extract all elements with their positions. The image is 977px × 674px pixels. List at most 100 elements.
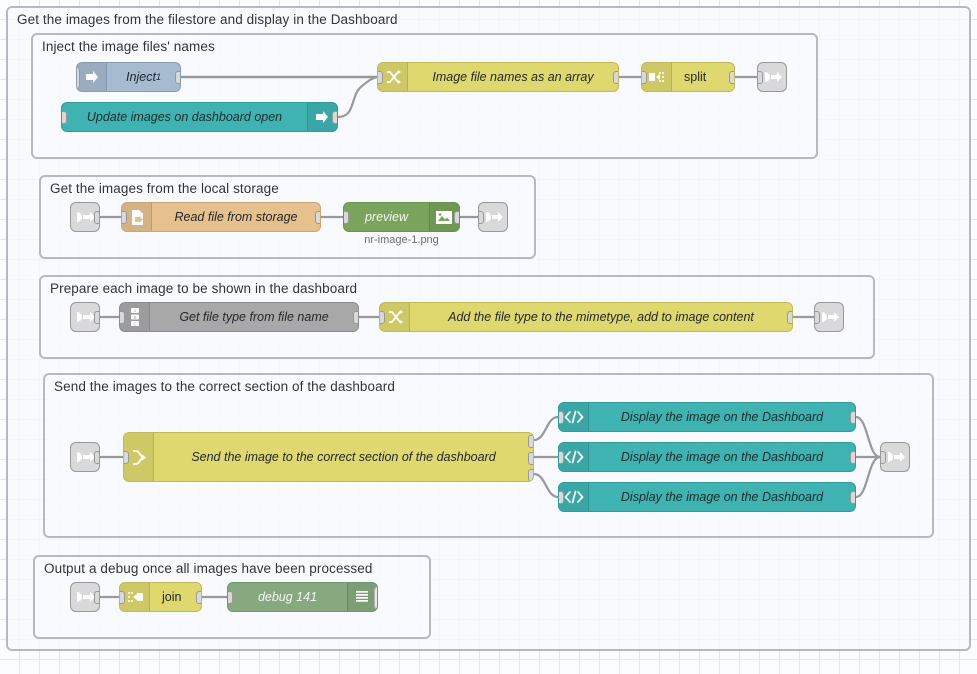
port-in[interactable] <box>559 451 564 464</box>
node-send-to-section-label: Send the image to the correct section of… <box>191 450 496 464</box>
node-send-to-section[interactable]: Send the image to the correct section of… <box>123 432 534 482</box>
group-label-3: Prepare each image to be shown in the da… <box>50 281 358 296</box>
node-debug[interactable]: debug 141 <box>227 582 378 612</box>
node-display-image-2[interactable]: Display the image on the Dashboard <box>558 442 856 472</box>
node-link-in-3[interactable] <box>70 302 100 332</box>
node-add-mimetype-label: Add the file type to the mimetype, add t… <box>448 310 754 324</box>
inject-trigger-button[interactable] <box>77 66 80 90</box>
template-code-icon <box>559 403 589 431</box>
port-in[interactable] <box>120 311 125 324</box>
link-in-icon <box>71 203 99 231</box>
node-link-in-2[interactable] <box>70 202 100 232</box>
port-in[interactable] <box>124 451 129 464</box>
node-preview[interactable]: preview <box>343 202 460 232</box>
port-in[interactable] <box>344 211 349 224</box>
node-display-image-3-label: Display the image on the Dashboard <box>620 490 824 504</box>
node-join-label: join <box>162 590 182 604</box>
file-in-icon <box>122 203 152 231</box>
link-in-icon <box>71 303 99 331</box>
port-out[interactable] <box>332 111 337 124</box>
node-display-image-1-label: Display the image on the Dashboard <box>620 410 824 424</box>
link-out-icon <box>815 303 843 331</box>
node-preview-label: preview <box>364 210 409 224</box>
port-out[interactable] <box>787 311 792 324</box>
node-link-out-1[interactable] <box>757 62 787 92</box>
node-read-file-label: Read file from storage <box>174 210 298 224</box>
port-out[interactable] <box>613 71 618 84</box>
join-icon <box>120 583 150 611</box>
node-update-images-dashboard-open[interactable]: Update images on dashboard open <box>61 102 338 132</box>
port-in[interactable] <box>378 71 383 84</box>
debug-lines-icon <box>347 583 377 611</box>
split-icon <box>642 63 672 91</box>
port-out[interactable] <box>353 311 358 324</box>
port-out[interactable] <box>850 411 855 424</box>
svg-text:C: C <box>133 321 136 326</box>
switch-fork-icon <box>124 433 154 481</box>
port-out[interactable] <box>850 451 855 464</box>
template-code-icon <box>559 483 589 511</box>
port-in[interactable] <box>228 591 233 604</box>
node-split[interactable]: split <box>641 62 735 92</box>
port-out[interactable] <box>454 211 459 224</box>
port-in[interactable] <box>559 411 564 424</box>
port-out-2[interactable] <box>528 452 533 465</box>
debug-enable-toggle[interactable] <box>374 585 377 611</box>
node-link-out-4[interactable] <box>880 442 910 472</box>
node-link-out-2[interactable] <box>478 202 508 232</box>
node-add-mimetype[interactable]: Add the file type to the mimetype, add t… <box>379 302 793 332</box>
inject-arrow-icon <box>77 63 107 91</box>
group-label-1: Inject the image files' names <box>42 39 215 54</box>
port-out[interactable] <box>175 71 180 84</box>
svg-text:B: B <box>134 315 137 320</box>
group-inject-names[interactable]: Inject the image files' names <box>31 33 818 159</box>
port-out[interactable] <box>196 591 201 604</box>
port-in[interactable] <box>120 591 125 604</box>
port-in[interactable] <box>122 211 127 224</box>
node-dashboard-open-label: Update images on dashboard open <box>86 110 283 124</box>
port-out[interactable] <box>94 211 99 224</box>
inject-arrow-icon <box>307 103 337 131</box>
port-in[interactable] <box>62 111 67 124</box>
port-in[interactable] <box>881 451 886 464</box>
node-image-file-names[interactable]: Image file names as an array <box>377 62 619 92</box>
port-in[interactable] <box>479 211 484 224</box>
port-out[interactable] <box>315 211 320 224</box>
node-display-image-2-label: Display the image on the Dashboard <box>620 450 824 464</box>
port-out-1[interactable] <box>528 435 533 448</box>
port-in[interactable] <box>815 311 820 324</box>
group-label-2: Get the images from the local storage <box>50 181 279 196</box>
link-out-icon <box>479 203 507 231</box>
group-label-5: Output a debug once all images have been… <box>44 561 373 576</box>
node-display-image-3[interactable]: Display the image on the Dashboard <box>558 482 856 512</box>
node-join[interactable]: join <box>119 582 202 612</box>
node-get-file-type[interactable]: A B C Get file type from file name <box>119 302 359 332</box>
port-out[interactable] <box>94 451 99 464</box>
node-get-file-type-label: Get file type from file name <box>179 310 329 324</box>
port-out[interactable] <box>94 311 99 324</box>
node-split-label: split <box>684 70 707 84</box>
node-link-in-5[interactable] <box>70 582 100 612</box>
node-link-in-4[interactable] <box>70 442 100 472</box>
change-shuffle-icon <box>380 303 410 331</box>
port-in[interactable] <box>642 71 647 84</box>
node-read-file-from-storage[interactable]: Read file from storage <box>121 202 321 232</box>
port-in[interactable] <box>758 71 763 84</box>
port-out[interactable] <box>850 491 855 504</box>
node-link-out-3[interactable] <box>814 302 844 332</box>
node-display-image-1[interactable]: Display the image on the Dashboard <box>558 402 856 432</box>
port-in[interactable] <box>559 491 564 504</box>
port-out[interactable] <box>729 71 734 84</box>
template-code-icon <box>559 443 589 471</box>
node-debug-label: debug 141 <box>257 590 318 604</box>
link-in-icon <box>71 443 99 471</box>
port-in[interactable] <box>380 311 385 324</box>
port-out-3[interactable] <box>528 469 533 481</box>
change-shuffle-icon <box>378 63 408 91</box>
port-out[interactable] <box>94 591 99 604</box>
link-out-icon <box>881 443 909 471</box>
svg-text:A: A <box>134 308 137 313</box>
